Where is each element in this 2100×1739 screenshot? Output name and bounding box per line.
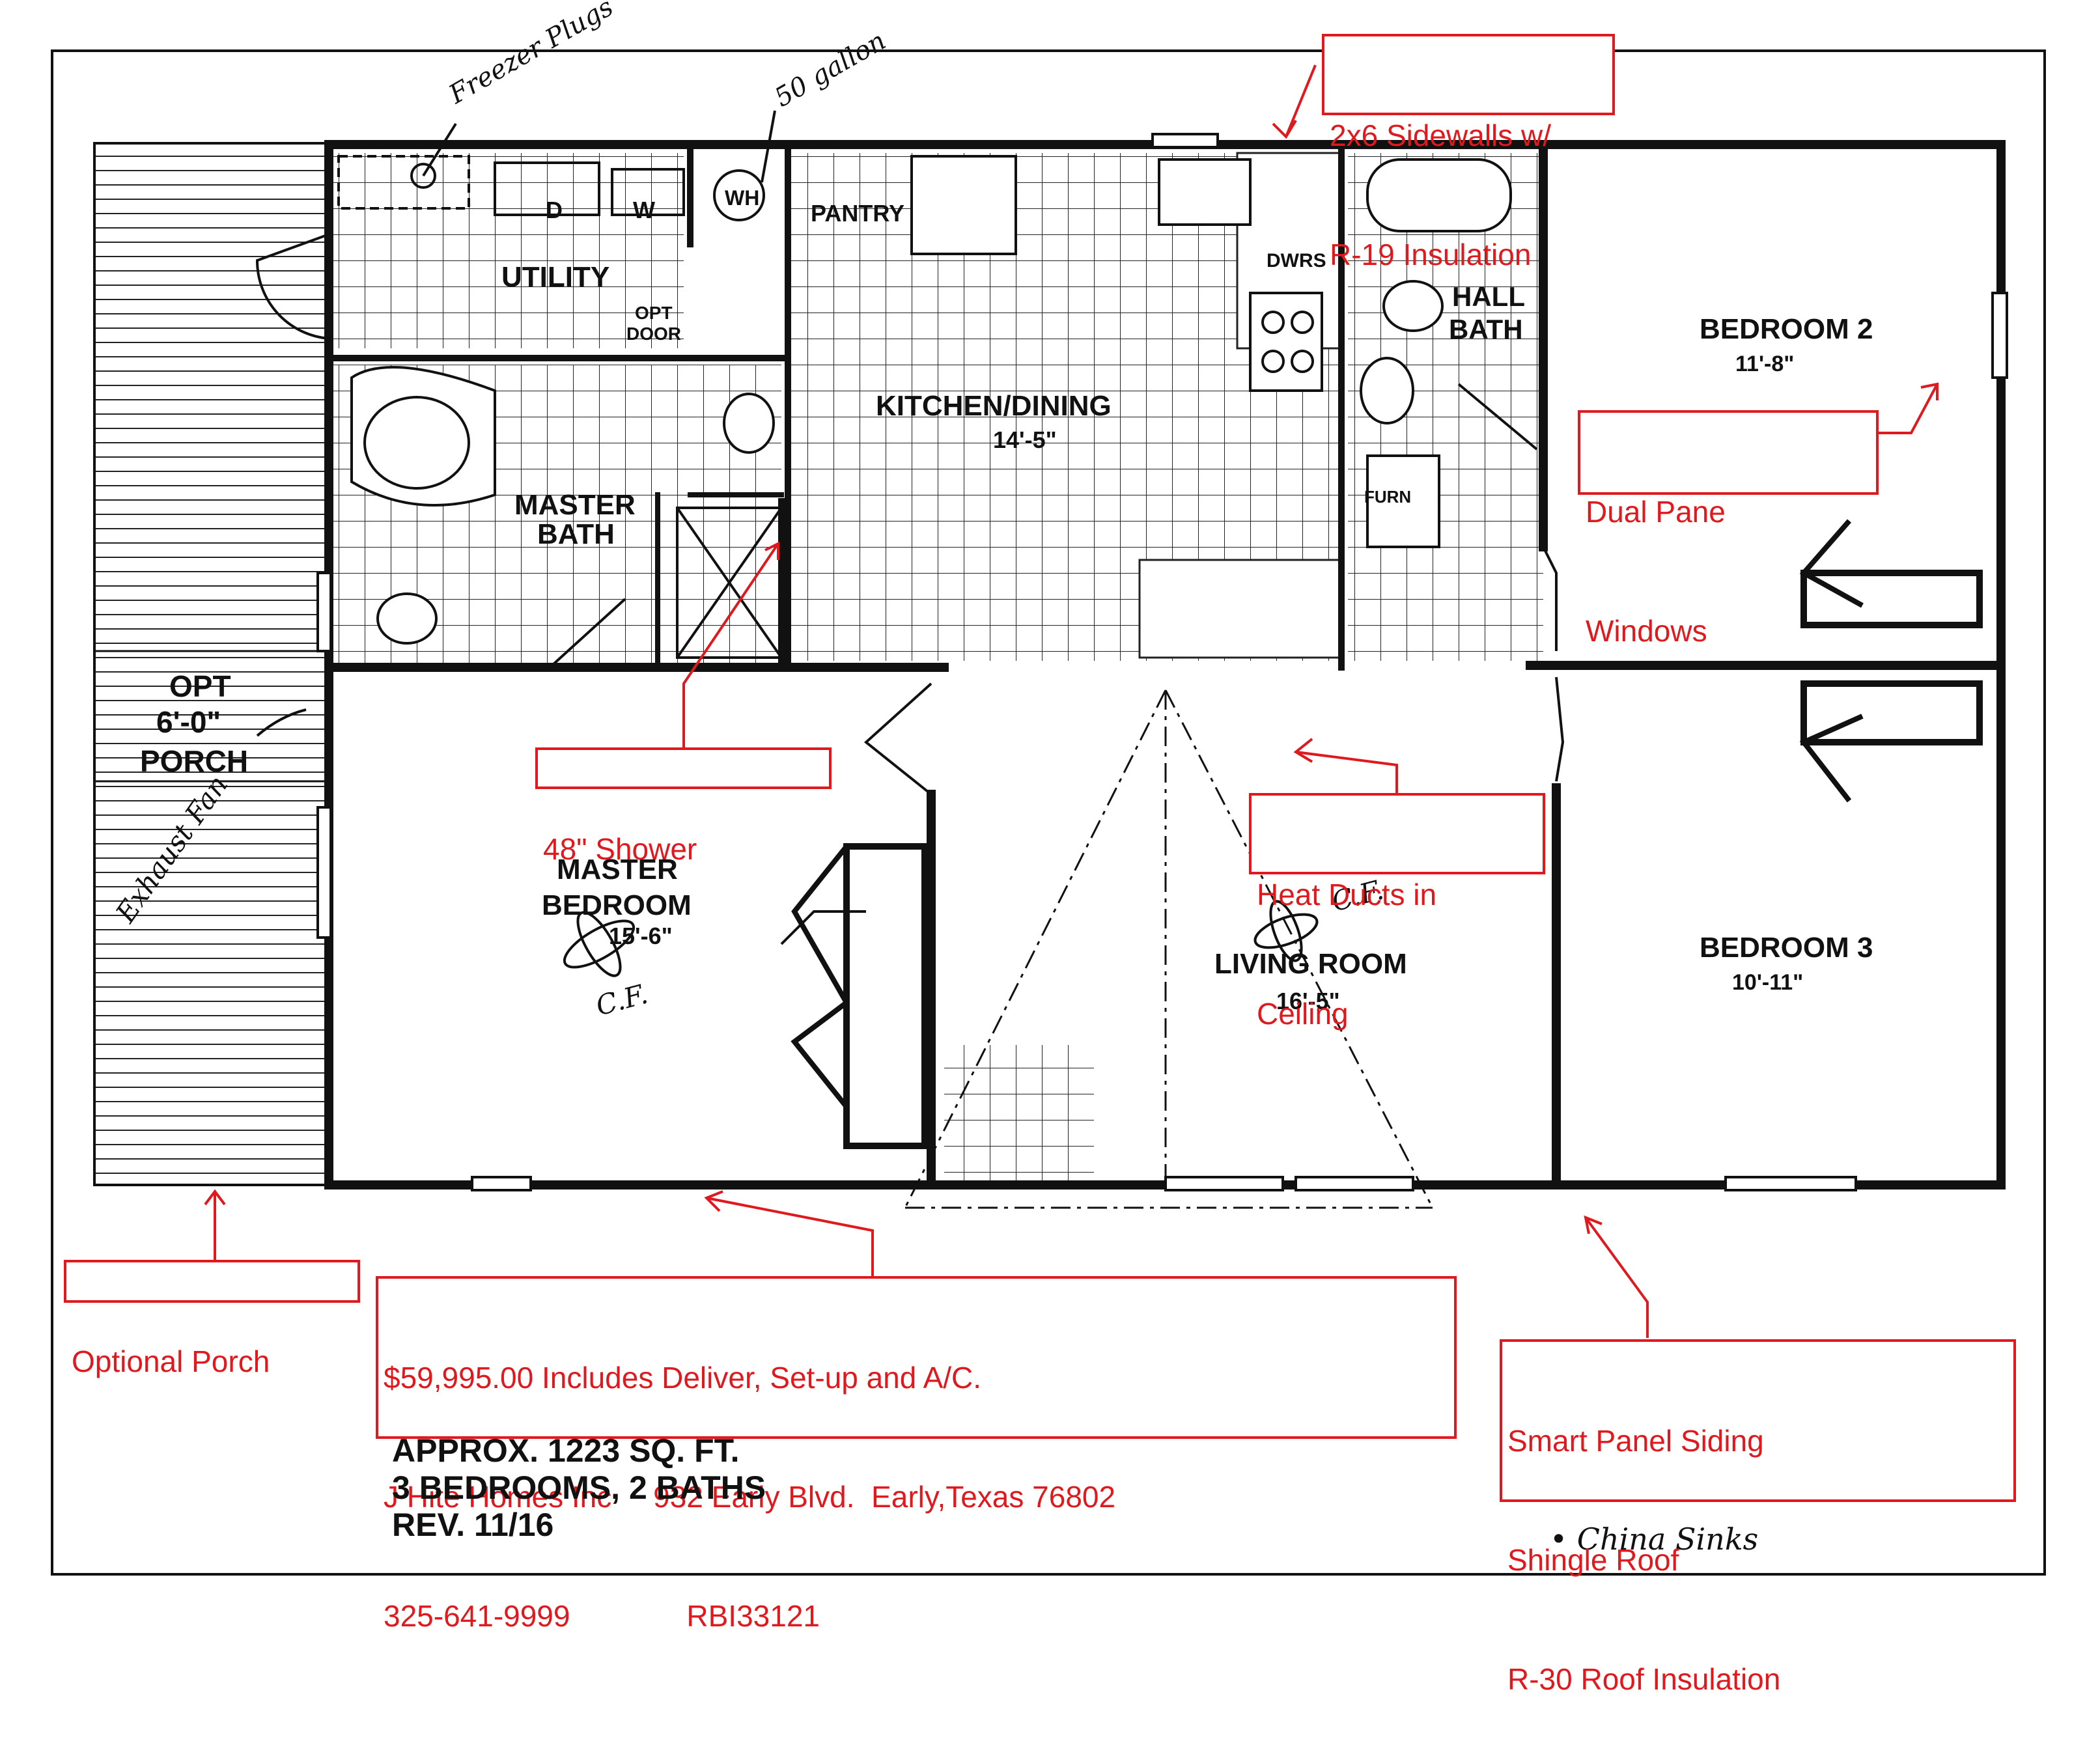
porch-deck [93,142,330,1186]
gallon-note: 50 gallon [770,26,891,113]
callout-heat-ducts-line-1: Heat Ducts in [1257,878,1437,911]
callout-windows: Dual Pane Windows [1578,410,1879,648]
vault-lines [904,689,1434,1209]
callout-price-line-2: J Hite Homes Inc 932 Early Blvd. Early,T… [384,1480,1116,1514]
room-label-pantry: PANTRY [811,200,904,227]
room-label-master-bedroom-2: BEDROOM [542,889,692,921]
room-dim-master-bedroom: 15'-6" [609,923,673,949]
callout-price-dealer: $59,995.00 Includes Deliver, Set-up and … [376,1276,1457,1633]
room-label-utility: UTILITY [501,261,609,293]
callout-heat-ducts: Heat Ducts in Ceiling [1249,793,1545,1031]
callout-sidewalls: 2x6 Sidewalls w/ R-19 Insulation [1322,34,1615,271]
callout-siding-line-1: Smart Panel Siding [1507,1424,1764,1458]
ceiling-fan-icon [563,900,1319,977]
summary-sqft: APPROX. 1223 SQ. FT. [392,1432,740,1469]
callout-siding-line-3: R-30 Roof Insulation [1507,1662,1781,1696]
summary-revision: REV. 11/16 [392,1507,554,1543]
room-dim-kitchen: 14'-5" [993,426,1057,453]
callout-siding-line-2: Shingle Roof [1507,1543,1679,1577]
callout-price-line-3: 325-641-9999 RBI33121 [384,1599,820,1633]
callout-arrows [204,64,1939,1338]
windows [316,133,2008,1191]
label-opt-door-1: OPT [635,303,673,323]
callout-heat-ducts-line-2: Ceiling [1257,997,1349,1031]
room-dim-living: 16'-5" [1276,988,1340,1014]
water-heater-icon [713,169,765,221]
room-label-hall-bath-2: BATH [1449,314,1523,344]
room-label-master-bath-2: BATH [537,518,615,550]
label-dishwasher: DWRS [1267,250,1326,271]
room-label-hall-bath-1: HALL [1452,281,1525,312]
cf-note-master: C.F. [593,978,651,1022]
room-label-master-bath-1: MASTER [514,489,636,521]
page-border [51,49,2046,1576]
callout-sidewalls-line-1: 2x6 Sidewalls w/ [1330,118,1552,152]
callout-windows-line-1: Dual Pane [1586,495,1726,529]
callout-optional-porch: Optional Porch [64,1260,360,1378]
room-label-porch-2: 6'-0" [156,705,221,739]
freezer-plugs-note: Freezer Plugs [443,0,618,110]
floor-plan: Freezer Plugs 50 gallon C.F. C.F. Exhaus… [51,0,2046,1576]
room-label-living: LIVING ROOM [1214,948,1407,980]
label-opt-door-2: DOOR [626,324,681,344]
label-dryer: D [546,197,563,223]
room-label-porch-3: PORCH [140,744,248,778]
room-label-porch-1: OPT [169,669,231,703]
label-furnace: FURN [1364,487,1411,507]
callout-sidewalls-line-2: R-19 Insulation [1330,238,1532,271]
fixtures [337,155,1512,659]
callout-shower-line-1: 48" Shower [543,832,697,866]
room-label-bedroom3: BEDROOM 3 [1700,932,1873,964]
callout-windows-line-2: Windows [1586,614,1707,648]
callout-shower: 48" Shower [535,747,832,866]
room-label-kitchen: KITCHEN/DINING [876,390,1112,422]
summary-beds-baths: 3 BEDROOMS, 2 BATHS [392,1469,766,1506]
home-summary: APPROX. 1223 SQ. FT. 3 BEDROOMS, 2 BATHS… [392,1432,766,1544]
china-sinks-note: • China Sinks [1550,1522,1758,1557]
room-dim-bedroom3: 10'-11" [1732,970,1803,995]
callout-price-line-1: $59,995.00 Includes Deliver, Set-up and … [384,1361,982,1395]
room-label-bedroom2: BEDROOM 2 [1700,313,1873,345]
label-washer: W [633,197,655,223]
closets [791,519,1983,1149]
room-label-master-bedroom-1: MASTER [557,854,678,885]
handwritten-notes [256,110,776,737]
label-water-heater: WH [725,186,759,210]
room-dim-bedroom2: 11'-8" [1735,352,1794,376]
callout-siding-roof: Smart Panel Siding Shingle Roof R-30 Roo… [1500,1339,2016,1696]
callout-optional-porch-line-1: Optional Porch [72,1344,270,1378]
